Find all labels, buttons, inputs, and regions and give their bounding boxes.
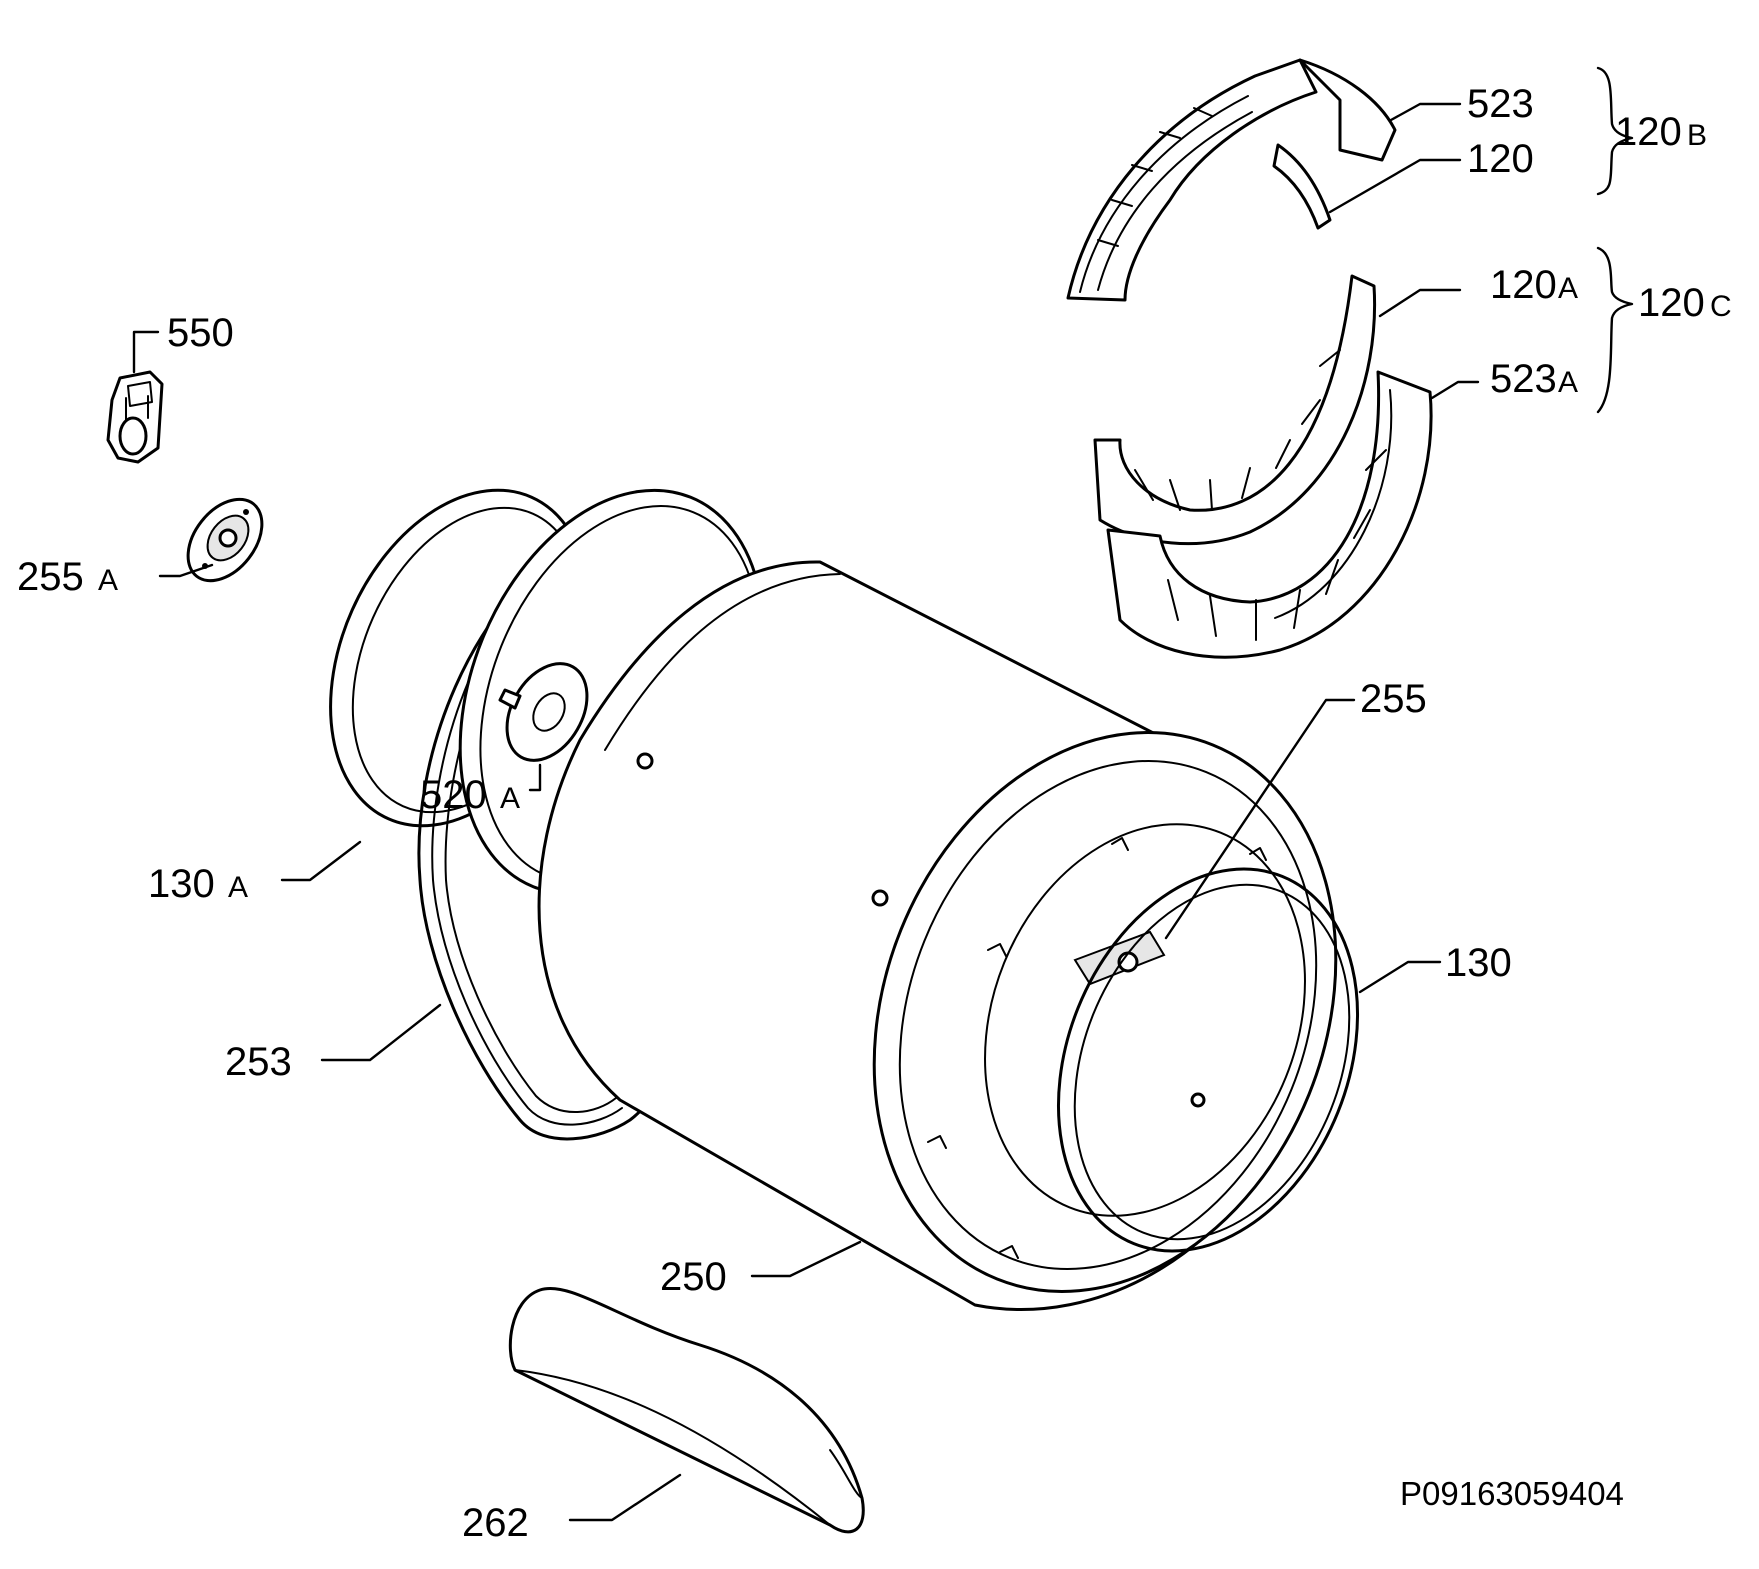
part-120-segment (1272, 143, 1332, 230)
label-550: 550 (167, 311, 234, 355)
label-255: 255 (1360, 677, 1427, 721)
label-130: 130 (1445, 941, 1512, 985)
label-120: 120 (1467, 137, 1534, 181)
part-130-front-ring (1056, 867, 1360, 1253)
label-130a: 130 (148, 862, 215, 906)
part-520a-rear-flange (498, 662, 589, 762)
label-523a: 523 (1490, 357, 1557, 401)
part-523a-seal (1106, 370, 1433, 659)
label-120c-suffix: C (1710, 290, 1732, 323)
part-262-baffle (508, 1287, 865, 1534)
group-brace-120b (1596, 66, 1634, 196)
drawing-code: P09163059404 (1400, 1475, 1624, 1512)
label-523: 523 (1467, 82, 1534, 126)
part-120a-seal (1093, 274, 1377, 546)
part-523-upper-seal (1066, 58, 1397, 302)
label-520a: 520 (420, 773, 487, 817)
label-120a: 120 (1490, 263, 1557, 307)
part-255a-bearing-flange (186, 497, 264, 583)
label-255a-suffix: A (98, 564, 118, 597)
leader-lines (132, 102, 1480, 1522)
label-253: 253 (225, 1040, 292, 1084)
label-255a: 255 (17, 555, 84, 599)
label-120b: 120 (1615, 110, 1682, 154)
label-120a-suffix: A (1558, 272, 1578, 305)
label-523a-suffix: A (1558, 366, 1578, 399)
label-250: 250 (660, 1255, 727, 1299)
label-130a-suffix: A (228, 871, 248, 904)
part-550-bracket (106, 370, 164, 464)
group-brace-120c (1596, 246, 1634, 414)
label-262: 262 (462, 1501, 529, 1545)
label-120c: 120 (1638, 281, 1705, 325)
part-labels: 523 120 120 B 120 A 120 C 523 A 550 255 … (17, 82, 1732, 1545)
label-120b-suffix: B (1687, 119, 1707, 152)
label-520a-suffix: A (500, 782, 520, 815)
